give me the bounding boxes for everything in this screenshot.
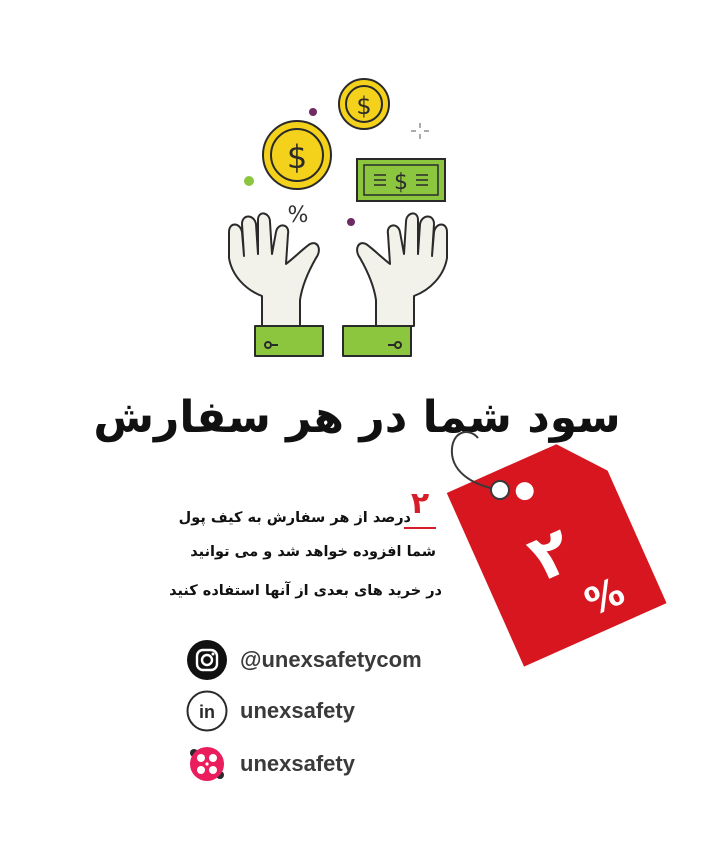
aparat-handle: unexsafety: [240, 751, 355, 776]
body-line-2: شما افزوده خواهد شد و می توانید: [190, 544, 436, 560]
banknote-icon: $: [356, 158, 446, 202]
coin-icon: $: [338, 78, 390, 130]
svg-text:$: $: [287, 138, 307, 176]
svg-text:in: in: [199, 702, 215, 722]
percent-icon: %: [288, 203, 309, 228]
highlight-number: ۲: [410, 486, 430, 521]
coin-icon: $: [262, 120, 332, 190]
aparat-icon: [190, 747, 224, 781]
body-line-3: در خرید های بعدی از آنها استفاده کنید: [169, 583, 442, 599]
money-hands-illustration: % $ $ $: [228, 78, 448, 357]
svg-text:$: $: [394, 170, 408, 195]
left-hand-icon: [228, 212, 324, 357]
linkedin-link[interactable]: in unexsafety: [186, 689, 355, 733]
svg-text:$: $: [356, 92, 371, 120]
highlight-underline: [404, 527, 436, 529]
instagram-link[interactable]: @unexsafetycom: [186, 638, 422, 682]
green-dot: [244, 176, 254, 186]
page-title: سود شما در هر سفارش: [93, 392, 621, 443]
purple-dot: [309, 108, 317, 116]
instagram-handle: @unexsafetycom: [240, 647, 422, 672]
sparkle-icon: [411, 123, 429, 139]
body-line-1: درصد از هر سفارش به کیف پول: [178, 510, 411, 526]
instagram-icon: [187, 640, 227, 680]
right-hand-icon: [342, 212, 448, 357]
purple-dot: [347, 218, 355, 226]
linkedin-handle: unexsafety: [240, 698, 355, 723]
linkedin-icon: in: [186, 690, 228, 732]
aparat-link[interactable]: unexsafety: [186, 742, 355, 786]
